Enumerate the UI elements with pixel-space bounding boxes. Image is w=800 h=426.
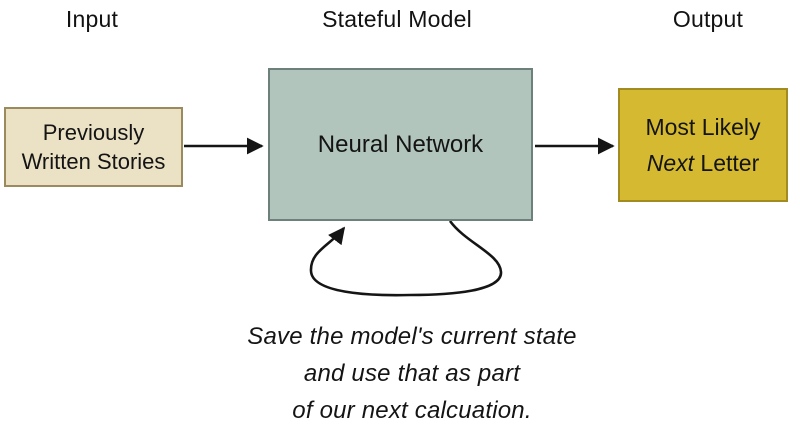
output-box-line2-italic: Next xyxy=(646,150,695,176)
caption-line3: of our next calcuation. xyxy=(292,397,532,424)
input-box: Previously Written Stories xyxy=(4,107,183,187)
input-box-line2: Written Stories xyxy=(21,149,166,174)
column-header-output: Output xyxy=(672,6,744,32)
column-header-input: Input xyxy=(65,6,119,32)
recurrent-loop-arrow xyxy=(309,220,503,297)
column-header-stateful-model: Stateful Model xyxy=(322,6,472,32)
input-box-line1: Previously xyxy=(42,120,145,145)
neural-network-box: Neural Network xyxy=(268,68,533,221)
caption-line2: and use that as part xyxy=(303,360,521,387)
caption-line1: Save the model's current state xyxy=(247,323,577,350)
neural-network-label: Neural Network xyxy=(317,130,484,158)
output-box-line2: Next Letter xyxy=(647,145,760,181)
output-box: Most Likely Next Letter xyxy=(618,88,788,202)
loop-caption: Save the model's current state and use t… xyxy=(62,318,762,426)
output-box-line2-rest: Letter xyxy=(694,150,760,176)
output-box-line1: Most Likely xyxy=(645,114,761,140)
